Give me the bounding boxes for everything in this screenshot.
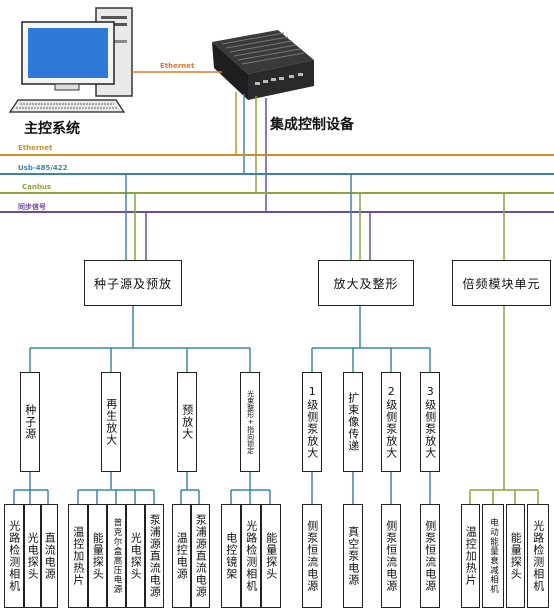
unit-expander-label: 扩束像传递 xyxy=(346,392,360,452)
ethernet-link-label: Ethernet xyxy=(160,62,195,70)
leaf-freq-heater: 温控加热片 xyxy=(461,504,480,608)
unit-stage1: 1级侧泵放大 xyxy=(302,372,322,472)
leaf-label: 能量探头 xyxy=(91,532,105,580)
leaf-regen-pump: 泵浦源直流电源 xyxy=(145,504,164,608)
bus-sync-label: 同步信号 xyxy=(18,203,46,211)
leaf-beam-energy: 能量探头 xyxy=(261,504,281,608)
bus-canbus-label: Canbus xyxy=(22,183,52,191)
leaf-label: 光路检测相机 xyxy=(244,520,258,592)
leaf-label: 真空泵电源 xyxy=(346,526,360,586)
computer-icon xyxy=(8,7,133,113)
leaf-regen-photo: 光电探头 xyxy=(126,504,145,608)
bus-ethernet-label: Ethernet xyxy=(18,144,53,152)
leaf-label: 侧泵恒流电源 xyxy=(384,520,398,592)
leaf-label: 能量探头 xyxy=(509,532,523,580)
leaf-freq-energy: 能量探头 xyxy=(506,504,525,608)
leaf-label: 电动能量衰减相机 xyxy=(488,518,499,594)
leaf-label: 普克尔盒高压电源 xyxy=(111,518,122,594)
leaf-seed-dc: 直流电源 xyxy=(41,504,58,608)
leaf-label: 光电探头 xyxy=(129,532,143,580)
leaf-label: 光路检测相机 xyxy=(531,520,545,592)
unit-preamp: 预放大 xyxy=(177,372,197,472)
unit-beam-shaping-label: 光束整形+指向锁定 xyxy=(246,390,255,454)
leaf-label: 光电探头 xyxy=(26,532,40,580)
controller-device-icon xyxy=(212,30,314,100)
leaf-seed-camera: 光路检测相机 xyxy=(4,504,24,608)
leaf-label: 直流电源 xyxy=(43,532,57,580)
unit-seed-source: 种子源 xyxy=(20,372,40,472)
unit-stage3-label: 3级侧泵放大 xyxy=(423,385,437,459)
leaf-label: 电控镜架 xyxy=(224,532,238,580)
leaf-freq-camera: 光路检测相机 xyxy=(527,504,549,608)
leaf-regen-energy: 能量探头 xyxy=(88,504,107,608)
leaf-label: 光路检测相机 xyxy=(7,520,21,592)
leaf-expander-vacuum: 真空泵电源 xyxy=(343,504,363,608)
leaf-label: 泵浦源直流电源 xyxy=(194,514,208,598)
unit-expander: 扩束像传递 xyxy=(343,372,363,472)
leaf-beam-camera: 光路检测相机 xyxy=(241,504,261,608)
leaf-label: 能量探头 xyxy=(264,532,278,580)
unit-stage2-label: 2级侧泵放大 xyxy=(384,385,398,459)
leaf-label: 侧泵恒流电源 xyxy=(305,520,319,592)
unit-stage1-label: 1级侧泵放大 xyxy=(305,385,319,459)
leaf-label: 温控加热片 xyxy=(71,526,85,586)
module-freq: 倍频模块单元 xyxy=(452,260,551,306)
leaf-preamp-pump: 泵浦源直流电源 xyxy=(191,504,210,608)
module-amp-label: 放大及整形 xyxy=(333,276,399,291)
module-amp: 放大及整形 xyxy=(318,260,414,306)
leaf-preamp-temp: 温控电源 xyxy=(172,504,191,608)
leaf-label: 泵浦源直流电源 xyxy=(148,514,162,598)
unit-stage2: 2级侧泵放大 xyxy=(381,372,401,472)
bus-usb-label: Usb-485/422 xyxy=(18,164,68,172)
unit-regen-label: 再生放大 xyxy=(104,398,118,446)
module-seed-label: 种子源及预放 xyxy=(93,276,172,291)
leaf-stage1-power: 侧泵恒流电源 xyxy=(302,504,322,608)
leaf-seed-photo: 光电探头 xyxy=(24,504,41,608)
leaf-freq-attenuator: 电动能量衰减相机 xyxy=(482,504,504,608)
unit-stage3: 3级侧泵放大 xyxy=(420,372,440,472)
leaf-regen-pockels: 普克尔盒高压电源 xyxy=(107,504,126,608)
leaf-label: 侧泵恒流电源 xyxy=(423,520,437,592)
leaf-label: 温控电源 xyxy=(175,532,189,580)
unit-preamp-label: 预放大 xyxy=(180,404,194,440)
leaf-stage2-power: 侧泵恒流电源 xyxy=(381,504,401,608)
leaf-regen-heater: 温控加热片 xyxy=(68,504,88,608)
module-seed: 种子源及预放 xyxy=(84,260,182,306)
main-system-label: 主控系统 xyxy=(24,121,80,137)
leaf-stage3-power: 侧泵恒流电源 xyxy=(420,504,440,608)
module-freq-label: 倍频模块单元 xyxy=(462,276,541,291)
leaf-beam-mount: 电控镜架 xyxy=(221,504,241,608)
unit-beam-shaping: 光束整形+指向锁定 xyxy=(240,372,260,472)
integrated-device-label: 集成控制设备 xyxy=(270,117,354,133)
leaf-label: 温控加热片 xyxy=(464,526,478,586)
unit-seed-source-label: 种子源 xyxy=(23,404,37,440)
unit-regen: 再生放大 xyxy=(101,372,121,472)
